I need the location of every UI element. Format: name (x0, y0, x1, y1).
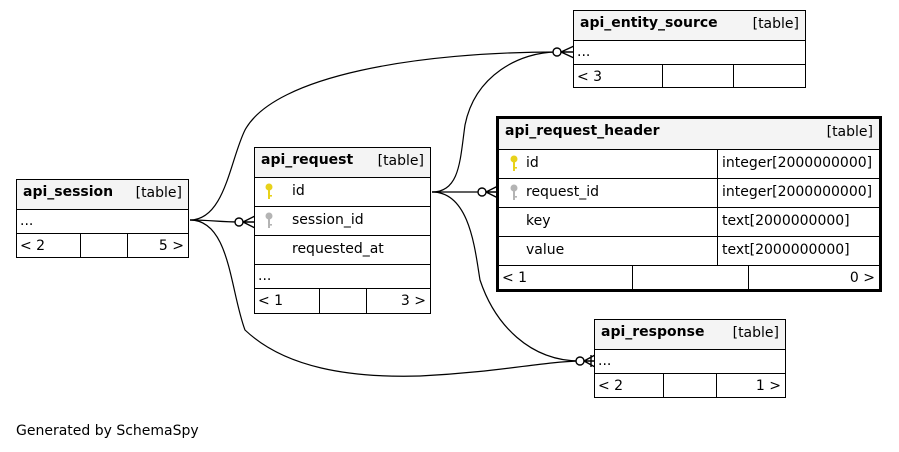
table-footer: < 1 0 > (499, 266, 879, 290)
parent-count[interactable]: < 2 (598, 378, 624, 394)
crowfoot-marker (242, 215, 256, 229)
column-row-value[interactable]: value text[2000000000] (499, 237, 879, 266)
table-header: api_session [table] (17, 180, 188, 210)
table-api-entity-source[interactable]: api_entity_source [table] ... < 3 (573, 10, 806, 88)
column-row-requested-at[interactable]: requested_at (255, 236, 430, 265)
rel-session-entity-source (189, 51, 558, 221)
rel-session-response (189, 219, 581, 377)
footer-divider (662, 65, 663, 87)
footer-divider (663, 374, 664, 397)
table-name[interactable]: api_response (601, 324, 705, 340)
parent-count[interactable]: < 1 (258, 293, 284, 309)
ellipsis-row: ... (17, 210, 188, 234)
column-name: key (526, 213, 551, 229)
column-row-session-id[interactable]: session_id (255, 207, 430, 236)
optional-marker (234, 217, 244, 227)
parent-count[interactable]: < 2 (20, 238, 46, 254)
ellipsis: ... (20, 213, 34, 229)
table-type: [table] (752, 16, 799, 32)
column-divider (717, 208, 718, 236)
primary-key-icon (265, 183, 273, 199)
column-row-request-id[interactable]: request_id integer[2000000000] (499, 179, 879, 208)
column-row-id[interactable]: id integer[2000000000] (499, 150, 879, 179)
column-name: id (526, 155, 539, 171)
table-name[interactable]: api_session (23, 184, 114, 200)
child-count[interactable]: 1 > (755, 378, 781, 394)
column-divider (717, 179, 718, 207)
table-header: api_request_header [table] (499, 119, 879, 150)
table-name[interactable]: api_request (261, 152, 354, 168)
child-count[interactable]: 5 > (158, 238, 184, 254)
column-divider (717, 150, 718, 178)
table-type: [table] (732, 325, 779, 341)
column-datatype: integer[2000000000] (722, 184, 873, 200)
footer-divider (127, 234, 128, 257)
primary-key-icon (510, 155, 518, 171)
ellipsis-row: ... (595, 350, 785, 374)
ellipsis: ... (577, 44, 591, 60)
optional-marker (575, 356, 585, 366)
rel-request-entity-source (431, 51, 558, 193)
footer-divider (366, 289, 367, 314)
foreign-key-icon (510, 184, 518, 200)
footer-divider (632, 266, 633, 290)
column-datatype: text[2000000000] (722, 242, 850, 258)
table-header: api_request [table] (255, 148, 430, 178)
table-header: api_response [table] (595, 320, 785, 350)
table-name[interactable]: api_request_header (505, 123, 660, 139)
column-row-key[interactable]: key text[2000000000] (499, 208, 879, 237)
column-name: id (292, 183, 305, 199)
table-header: api_entity_source [table] (574, 11, 805, 41)
table-api-request-header[interactable]: api_request_header [table] id integer[20… (496, 116, 882, 292)
ellipsis: ... (258, 268, 272, 284)
table-type: [table] (377, 153, 424, 169)
optional-marker (477, 187, 487, 197)
footer-divider (319, 289, 320, 314)
column-name: value (526, 242, 565, 258)
foreign-key-icon (265, 212, 273, 228)
parent-count[interactable]: < 3 (577, 69, 603, 85)
column-row-id[interactable]: id (255, 178, 430, 207)
table-footer: < 1 3 > (255, 289, 430, 314)
column-name: session_id (292, 212, 364, 228)
table-api-response[interactable]: api_response [table] ... < 2 1 > (594, 319, 786, 398)
column-name: requested_at (292, 241, 384, 257)
footer-divider (733, 65, 734, 87)
column-datatype: text[2000000000] (722, 213, 850, 229)
table-api-request[interactable]: api_request [table] id session_id reques… (254, 147, 431, 314)
footer-divider (748, 266, 749, 290)
footer-divider (80, 234, 81, 257)
child-count[interactable]: 3 > (400, 293, 426, 309)
optional-marker (552, 47, 562, 57)
generated-by-text: Generated by SchemaSpy (16, 423, 199, 439)
child-count[interactable]: 0 > (849, 270, 875, 286)
table-type: [table] (135, 185, 182, 201)
crowfoot-marker (560, 45, 575, 59)
parent-count[interactable]: < 1 (502, 270, 528, 286)
table-footer: < 3 (574, 65, 805, 87)
table-footer: < 2 5 > (17, 234, 188, 257)
table-name[interactable]: api_entity_source (580, 15, 718, 31)
column-datatype: integer[2000000000] (722, 155, 873, 171)
column-divider (717, 237, 718, 265)
footer-divider (716, 374, 717, 397)
ellipsis-row: ... (574, 41, 805, 65)
column-name: request_id (526, 184, 599, 200)
rel-request-response (431, 191, 581, 362)
ellipsis-row: ... (255, 265, 430, 289)
ellipsis: ... (598, 353, 612, 369)
table-footer: < 2 1 > (595, 374, 785, 397)
table-type: [table] (826, 124, 873, 140)
table-api-session[interactable]: api_session [table] ... < 2 5 > (16, 179, 189, 258)
crowfoot-marker (583, 354, 596, 368)
